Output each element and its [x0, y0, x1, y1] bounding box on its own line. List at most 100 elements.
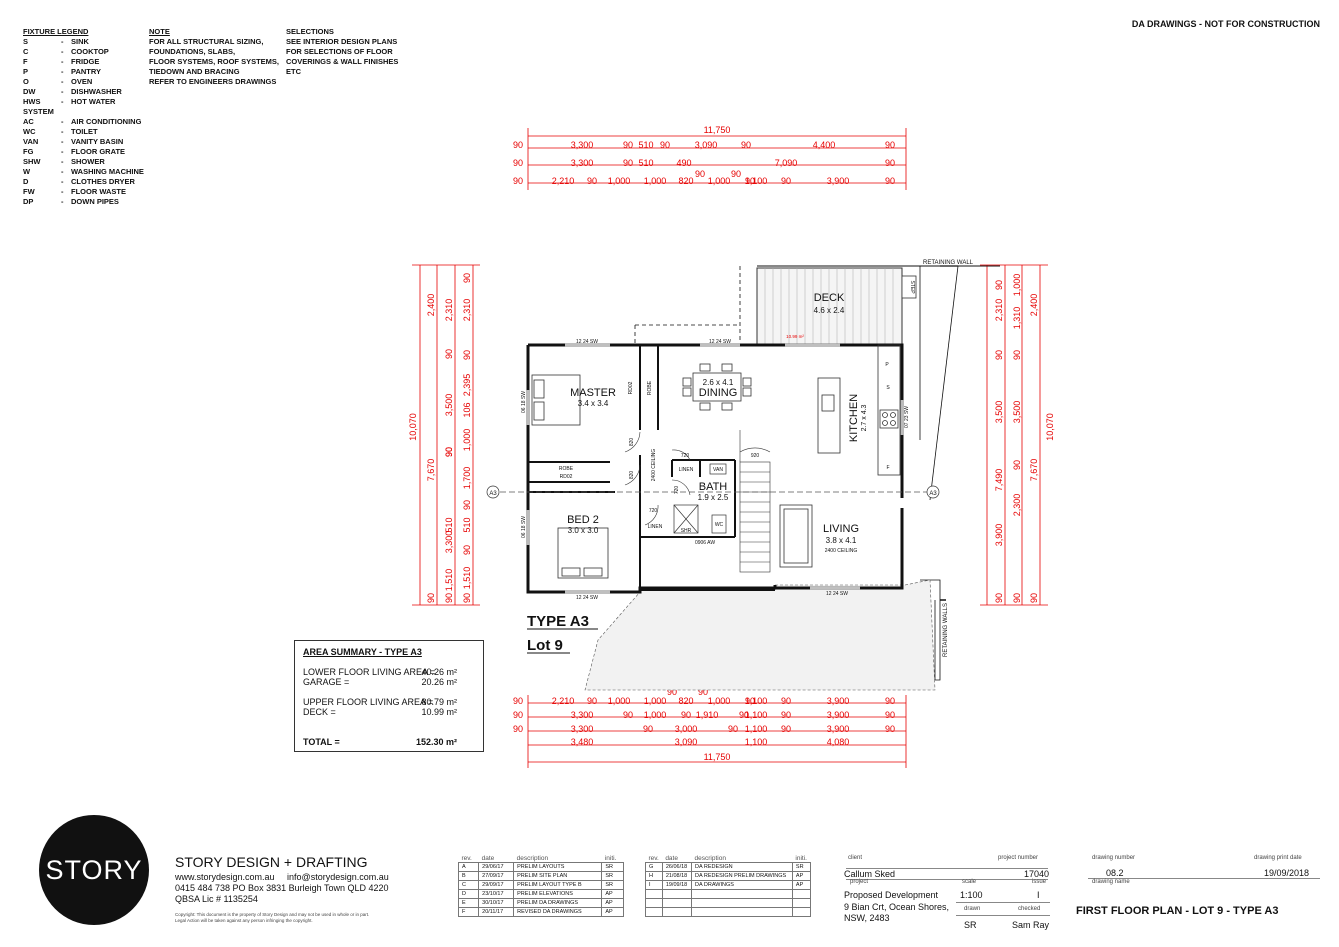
dimension-label: 90	[462, 350, 472, 360]
note-line: SEE INTERIOR DESIGN PLANS	[286, 37, 398, 46]
revision-cell	[791, 898, 812, 908]
dimension-label: 510	[638, 140, 653, 150]
dimension-label: 90	[513, 724, 523, 734]
legend-label: AIR CONDITIONING	[71, 117, 142, 126]
door-920: 920	[751, 453, 760, 459]
dimension-label: 3,900	[994, 524, 1004, 547]
dimension-label: 90	[587, 696, 597, 706]
dimension-label: 1,910	[696, 710, 719, 720]
revision-header: date	[662, 855, 692, 863]
revision-cell: AP	[601, 907, 624, 917]
dimension-label: 3,300	[571, 724, 594, 734]
project-number-label: project number	[998, 855, 1039, 861]
area-row-lower-floor: LOWER FLOOR LIVING AREA =	[303, 667, 436, 677]
revision-cell: C	[457, 880, 480, 890]
revision-cell	[661, 889, 693, 899]
section-marker-left	[486, 485, 500, 499]
dimension-label: 1,100	[745, 696, 768, 706]
room-size-deck: 4.6 x 2.4	[814, 306, 845, 315]
dining-table	[682, 363, 752, 411]
legend-code: DW	[23, 87, 36, 96]
room-name-master: MASTER	[570, 387, 616, 399]
note-lines: FOR ALL STRUCTURAL SIZING,FOUNDATIONS, S…	[149, 37, 279, 87]
legend-row: C-COOKTOP	[23, 47, 153, 57]
revision-cell: 26/06/18	[661, 862, 693, 872]
note-line: FOUNDATIONS, SLABS,	[149, 47, 236, 56]
stairs	[739, 430, 771, 573]
fixture-p: P	[885, 362, 889, 368]
deck-area-note: 10.99 m²	[786, 334, 804, 339]
room-size-living: 3.8 x 4.1	[826, 536, 857, 545]
dimension-label: 90	[513, 140, 523, 150]
dimension-label: 90	[462, 273, 472, 283]
legend-dash: -	[61, 137, 64, 146]
dimension-label: 90	[745, 696, 755, 706]
room-name-bath: BATH	[699, 481, 728, 493]
legend-row: FW-FLOOR WASTE	[23, 187, 153, 197]
revision-cell	[661, 907, 693, 917]
revision-cell: I	[645, 880, 663, 890]
legend-label: FRIDGE	[71, 57, 100, 66]
dimension-label: 1,000	[644, 176, 667, 186]
dimension-label: 90	[781, 724, 791, 734]
room-size-bed2: 3.0 x 3.0	[568, 526, 599, 535]
revision-cell	[645, 898, 663, 908]
door-swings	[624, 431, 691, 526]
bed2-bed	[557, 527, 609, 579]
revision-cell	[645, 907, 663, 917]
dimension-label: 90	[513, 158, 523, 168]
dimension-label: 3,300	[571, 140, 594, 150]
legend-label: DOWN PIPES	[71, 197, 119, 206]
section-label-right: A3	[929, 491, 937, 497]
title-block: client project number Callum Sked 17040 …	[840, 855, 1320, 935]
right-dim-labels: 2,4007,670901,0001,310903,5002,300909090…	[994, 274, 1055, 603]
dimension-label: 7,490	[994, 469, 1004, 492]
revision-cell: 29/06/17	[478, 862, 515, 872]
dimension-label: 3,000	[675, 724, 698, 734]
dimension-label: 7,670	[1029, 459, 1039, 482]
legend-label: TOILET	[71, 127, 98, 136]
revision-cell	[791, 889, 812, 899]
dimension-label: 820	[678, 176, 693, 186]
revision-cell: F	[457, 907, 480, 917]
legend-row: D-CLOTHES DRYER	[23, 177, 153, 187]
window-label-bath: 0906 AW	[695, 540, 715, 546]
legend-dash: -	[61, 47, 64, 56]
revision-header: date	[478, 855, 514, 863]
dimension-label: 90	[513, 696, 523, 706]
revision-cell: 29/09/17	[478, 880, 515, 890]
linen-label-1: LINEN	[679, 467, 694, 473]
revision-cell: SR	[791, 862, 812, 872]
area-row-garage: GARAGE =	[303, 677, 350, 687]
revision-cell: B	[457, 871, 480, 881]
legend-dash: -	[61, 147, 64, 156]
company-line-2: 0415 484 738 PO Box 3831 Burleigh Town Q…	[175, 883, 389, 893]
dimension-label: 1,510	[444, 569, 454, 592]
plan-small-labels: 12 24 SW 12 24 SW 12 24 SW 12 24 SW 0906…	[521, 280, 915, 601]
dimension-label: 3,300	[444, 531, 454, 554]
revision-cell: REVISED DA DRAWINGS	[513, 907, 603, 917]
dimension-label: 90	[885, 710, 895, 720]
legend-system-label: SYSTEM	[23, 107, 54, 116]
robe-label-master: ROBE	[647, 380, 653, 395]
robe-label: ROBE	[559, 466, 574, 472]
van-label: VAN	[713, 467, 723, 473]
legend-row: P-PANTRY	[23, 67, 153, 77]
legend-label: DISHWASHER	[71, 87, 122, 96]
dimension-label: 2,310	[444, 299, 454, 322]
door-720-b: 720	[649, 508, 658, 514]
revision-row	[645, 907, 812, 917]
selections-title: SELECTIONS	[286, 27, 334, 36]
dimension-label: 90	[741, 140, 751, 150]
revision-cell: SR	[601, 862, 624, 872]
room-name-living: LIVING	[823, 523, 859, 535]
legend-row: VAN-VANITY BASIN	[23, 137, 153, 147]
